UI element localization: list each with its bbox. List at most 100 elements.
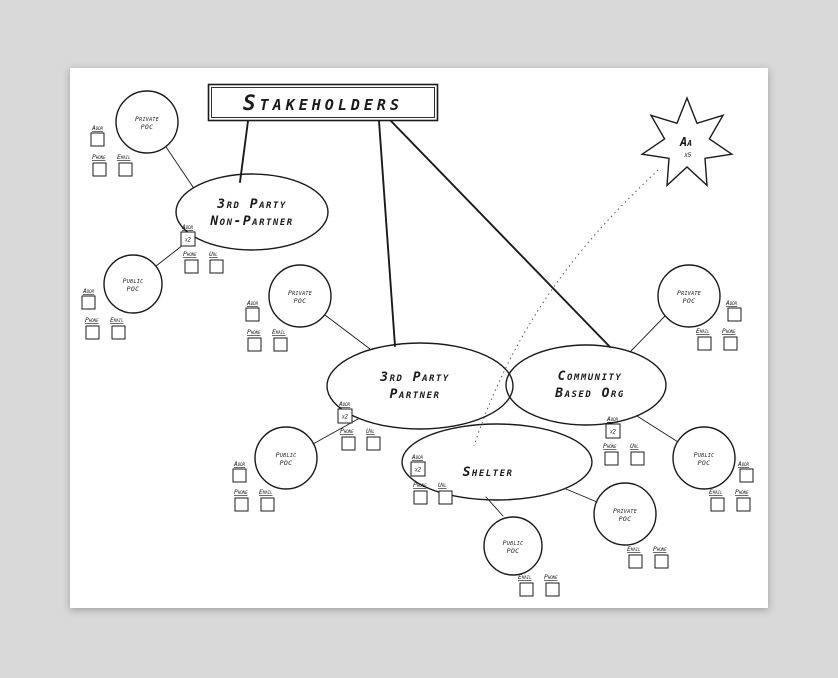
page-title: Stakeholders: [243, 91, 403, 115]
field-box-url: [209, 259, 224, 274]
field-x2-label: x2: [609, 429, 616, 436]
field-label-addr: Addr: [737, 460, 750, 468]
field-label-email: Email: [518, 573, 532, 581]
poc-label-line2: POC: [507, 547, 520, 555]
field-label-phone: Phone: [603, 442, 617, 450]
field-x2-label: x2: [341, 414, 348, 421]
link-private-poc-3-to-shelter: [565, 488, 598, 503]
field-label-phone: Phone: [544, 573, 558, 581]
field-label-phone: Phone: [413, 481, 427, 489]
shelter-label: Shelter: [463, 465, 514, 480]
poc-label-line2: POC: [141, 123, 154, 131]
fields-private-poc-2: Addr Phone Email: [245, 299, 288, 352]
fields-community: Addr x2 Phone Url: [603, 415, 645, 466]
poc-circle: [254, 426, 318, 490]
poc-label-line1: Public: [276, 451, 297, 459]
field-label-addr: Addr: [411, 453, 424, 461]
dotted-annotation-curve: [473, 169, 659, 447]
poc-circle: [657, 264, 721, 328]
field-label-addr: Addr: [233, 460, 246, 468]
field-box-addr: [81, 295, 96, 310]
title-box-inner-outline: [211, 87, 435, 118]
field-box-addr-x2: [180, 231, 196, 247]
edge-title-to-partner: [378, 120, 396, 347]
link-private-poc-1-to-non-partner: [165, 146, 194, 188]
field-label-addr: Addr: [91, 124, 104, 132]
field-label-phone: Phone: [735, 488, 749, 496]
field-label-email: Email: [259, 488, 273, 496]
poc-private-1: Private POC: [115, 90, 179, 154]
field-box-email: [697, 336, 712, 351]
poc-circle: [483, 516, 543, 576]
poc-circle: [268, 264, 332, 328]
field-label-email: Email: [117, 153, 131, 161]
poc-private-2: Private POC: [268, 264, 332, 328]
field-label-phone: Phone: [653, 545, 667, 553]
fields-private-poc-3: Email Phone: [627, 545, 669, 569]
field-box-phone: [413, 490, 428, 505]
fields-public-poc-3: Email Phone: [518, 573, 560, 597]
field-box-phone: [85, 325, 100, 340]
poc-circle: [593, 482, 657, 546]
field-label-addr: Addr: [338, 400, 351, 408]
field-label-phone: Phone: [234, 488, 248, 496]
field-label-addr: Addr: [246, 299, 259, 307]
poc-circle: [115, 90, 179, 154]
group-non-partner: 3rd Party Non-Partner: [175, 173, 329, 251]
group-community: Community Based Org: [505, 344, 667, 426]
star-label: Aa: [679, 135, 692, 149]
paper-sheet: [70, 68, 768, 608]
fields-shelter: Addr x2 Phone Url: [410, 453, 453, 505]
poc-public-3: Public POC: [483, 516, 543, 576]
fields-public-poc-1: Addr Phone Email: [81, 287, 126, 340]
edge-title-to-non-partner: [239, 120, 249, 183]
poc-circle: [672, 426, 736, 490]
field-label-phone: Phone: [247, 328, 261, 336]
link-public-poc-4-to-community: [636, 415, 679, 443]
group-partner: 3rd Party Partner: [326, 342, 514, 430]
field-box-email: [273, 337, 288, 352]
field-box-phone: [736, 497, 751, 512]
field-box-addr-x2: [410, 461, 426, 477]
field-box-email: [260, 497, 275, 512]
field-label-phone: Phone: [183, 250, 197, 258]
poc-private-3: Private POC: [593, 482, 657, 546]
field-box-phone: [545, 582, 560, 597]
poc-label-line2: POC: [127, 285, 140, 293]
field-label-url: Url: [209, 250, 218, 258]
field-label-phone: Phone: [340, 427, 354, 435]
field-box-email: [628, 554, 643, 569]
field-box-phone: [341, 436, 356, 451]
fields-public-poc-2: Addr Phone Email: [232, 460, 275, 512]
field-box-addr-x2: [605, 423, 621, 439]
field-label-phone: Phone: [85, 316, 99, 324]
field-label-addr: Addr: [82, 287, 95, 295]
poc-private-4: Private POC: [657, 264, 721, 328]
fields-non-partner: Addr x2 Phone Url: [180, 223, 224, 274]
poc-label-line1: Public: [694, 451, 715, 459]
field-box-url: [438, 490, 453, 505]
poc-public-4: Public POC: [672, 426, 736, 490]
non-partner-label-line2: Non-Partner: [209, 214, 293, 229]
partner-ellipse: [326, 342, 514, 430]
field-label-url: Url: [438, 481, 447, 489]
poc-public-2: Public POC: [254, 426, 318, 490]
field-x2-label: x2: [414, 467, 421, 474]
poc-label-line2: POC: [619, 515, 632, 523]
field-box-phone: [184, 259, 199, 274]
poc-public-1: Public POC: [103, 254, 163, 314]
field-box-addr: [90, 132, 105, 147]
fields-partner: Addr x2 Phone Url: [337, 400, 381, 451]
link-private-poc-2-to-partner: [324, 314, 371, 350]
field-box-email: [118, 162, 133, 177]
title-box-outline: [207, 83, 439, 122]
poc-label-line2: POC: [294, 297, 307, 305]
field-label-url: Url: [630, 442, 639, 450]
poc-label-line1: Private: [677, 289, 701, 297]
field-box-addr: [245, 307, 260, 322]
link-private-poc-4-to-community: [629, 315, 666, 353]
field-box-phone: [92, 162, 107, 177]
field-box-email: [111, 325, 126, 340]
poc-label-line1: Public: [503, 539, 524, 547]
